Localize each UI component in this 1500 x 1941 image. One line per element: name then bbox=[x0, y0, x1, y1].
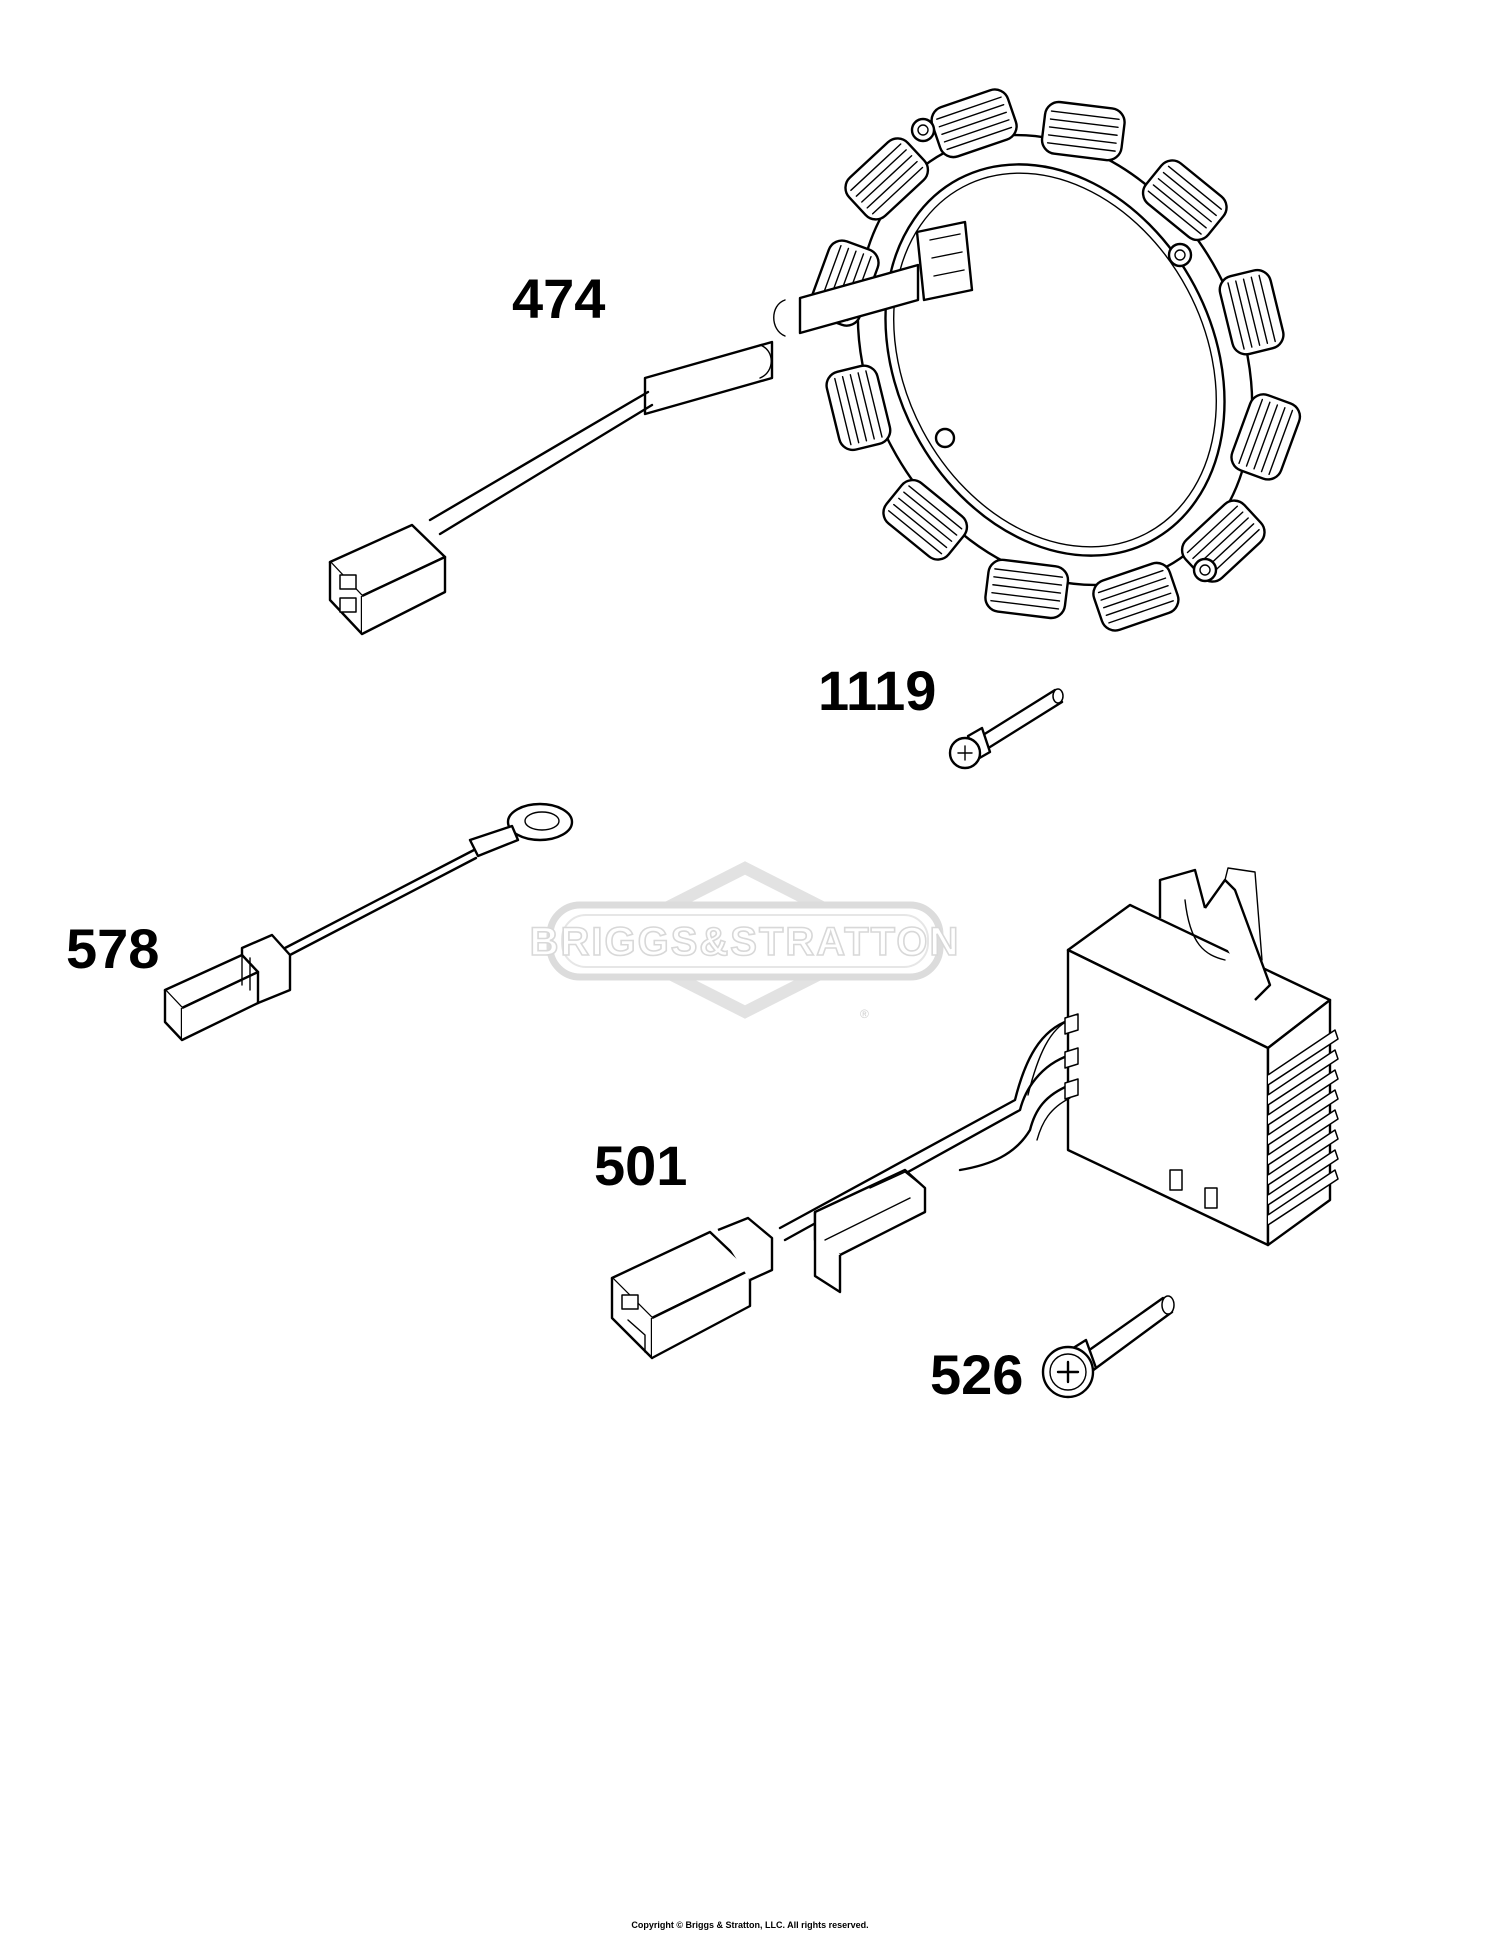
watermark-brand-text: BRIGGS&STRATTON bbox=[530, 920, 961, 964]
regulator-fin bbox=[1267, 1129, 1339, 1186]
stator-coil bbox=[825, 364, 892, 452]
regulator-fin bbox=[1267, 1149, 1339, 1206]
part-label-1119: 1119 bbox=[818, 659, 936, 722]
part-label-474: 474 bbox=[512, 267, 605, 330]
part-label-526: 526 bbox=[930, 1343, 1023, 1406]
watermark-registered-mark: ® bbox=[860, 1007, 869, 1021]
regulator-fin bbox=[1267, 1169, 1339, 1226]
stator-coil bbox=[1141, 159, 1228, 242]
stator-coil bbox=[984, 558, 1070, 620]
stator-coil bbox=[1040, 100, 1126, 162]
regulator-fin bbox=[1267, 1029, 1339, 1086]
stator-coil bbox=[882, 478, 969, 561]
stator-coil bbox=[1092, 561, 1180, 632]
alternator-stator-icon[interactable] bbox=[328, 66, 1329, 655]
stator-coil bbox=[1230, 393, 1302, 481]
regulator-fin bbox=[1267, 1089, 1339, 1146]
stator-coil bbox=[930, 88, 1018, 159]
regulator-fin bbox=[1267, 1049, 1339, 1106]
part-label-578: 578 bbox=[66, 917, 159, 980]
stator-coil bbox=[844, 137, 930, 221]
regulator-fin bbox=[1267, 1069, 1339, 1126]
regulator-fin bbox=[1267, 1109, 1339, 1166]
voltage-regulator-icon[interactable] bbox=[610, 867, 1339, 1360]
stator-screw-icon[interactable] bbox=[948, 688, 1064, 770]
copyright-notice: Copyright © Briggs & Stratton, LLC. All … bbox=[631, 1920, 869, 1930]
part-label-501: 501 bbox=[594, 1134, 687, 1197]
regulator-screw-icon[interactable] bbox=[1041, 1295, 1175, 1399]
ground-wire-harness-icon[interactable] bbox=[163, 802, 574, 1042]
briggs-stratton-watermark: BRIGGS&STRATTON ® bbox=[529, 861, 961, 1021]
stator-coil bbox=[1218, 268, 1285, 356]
